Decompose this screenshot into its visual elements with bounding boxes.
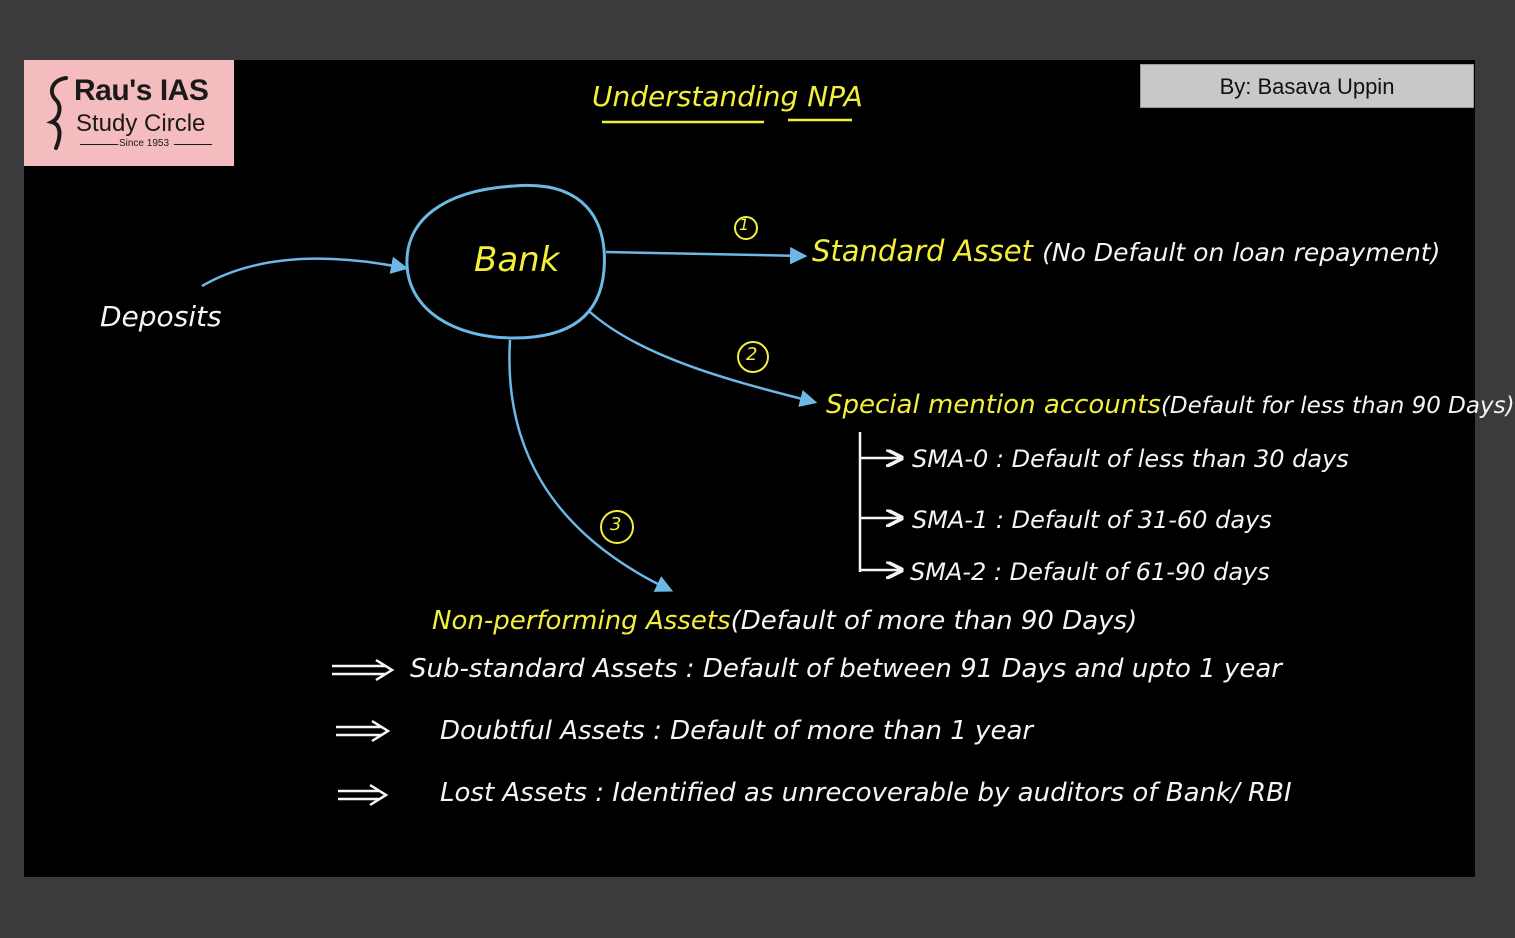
branch-1-detail: (No Default on loan repayment) xyxy=(1042,238,1441,267)
logo-rule-right xyxy=(174,144,212,145)
author-credit: By: Basava Uppin xyxy=(1140,64,1474,108)
logo-brand: Rau's IAS xyxy=(74,74,209,107)
bank-label: Bank xyxy=(474,240,560,280)
logo-rule-left xyxy=(80,144,118,145)
bank-circle xyxy=(405,183,606,340)
branch-2-label: Special mention accounts xyxy=(826,390,1161,420)
npa-item-2: Lost Assets : Identified as unrecoverabl… xyxy=(440,778,1292,808)
npa-implies-arrows xyxy=(332,658,395,807)
arrow-standard xyxy=(605,246,808,265)
flow-diagram xyxy=(201,118,1475,807)
deposits-arrow xyxy=(201,256,409,288)
sma-item-0: SMA-0 : Default of less than 30 days xyxy=(912,445,1349,473)
sma-item-1: SMA-1 : Default of 31-60 days xyxy=(912,506,1272,534)
arrow-special xyxy=(589,311,818,407)
title-underline xyxy=(602,118,852,124)
branch-special: Special mention accounts(Default for les… xyxy=(826,390,1515,420)
whiteboard-canvas: Rau's IAS Study Circle Since 1953 By: Ba… xyxy=(24,60,1515,877)
branch-1-label: Standard Asset xyxy=(812,234,1033,268)
branch-2-number: 2 xyxy=(746,344,758,365)
arrow-npa xyxy=(508,339,674,592)
branch-1-circle xyxy=(734,216,758,240)
sma-item-2: SMA-2 : Default of 61-90 days xyxy=(910,558,1270,586)
logo-mark-icon xyxy=(46,76,68,150)
branch-2-circle xyxy=(737,341,769,373)
deposits-label: Deposits xyxy=(100,300,222,333)
logo: Rau's IAS Study Circle Since 1953 xyxy=(24,60,234,166)
logo-sub: Study Circle xyxy=(76,110,206,137)
branch-npa: Non-performing Assets(Default of more th… xyxy=(432,606,1137,636)
branch-2-detail: (Default for less than 90 Days) xyxy=(1160,393,1515,419)
branch-3-label: Non-performing Assets xyxy=(432,606,731,636)
branch-3-detail: (Default of more than 90 Days) xyxy=(730,606,1138,636)
npa-item-0: Sub-standard Assets : Default of between… xyxy=(410,654,1282,684)
branch-standard: Standard Asset (No Default on loan repay… xyxy=(812,234,1440,268)
branch-1-number: 1 xyxy=(739,215,750,234)
page-title: Understanding NPA xyxy=(592,80,863,113)
branch-3-circle xyxy=(600,510,634,544)
branch-3-number: 3 xyxy=(610,514,622,535)
npa-item-1: Doubtful Assets : Default of more than 1… xyxy=(440,716,1034,746)
logo-since: Since 1953 xyxy=(118,138,170,149)
